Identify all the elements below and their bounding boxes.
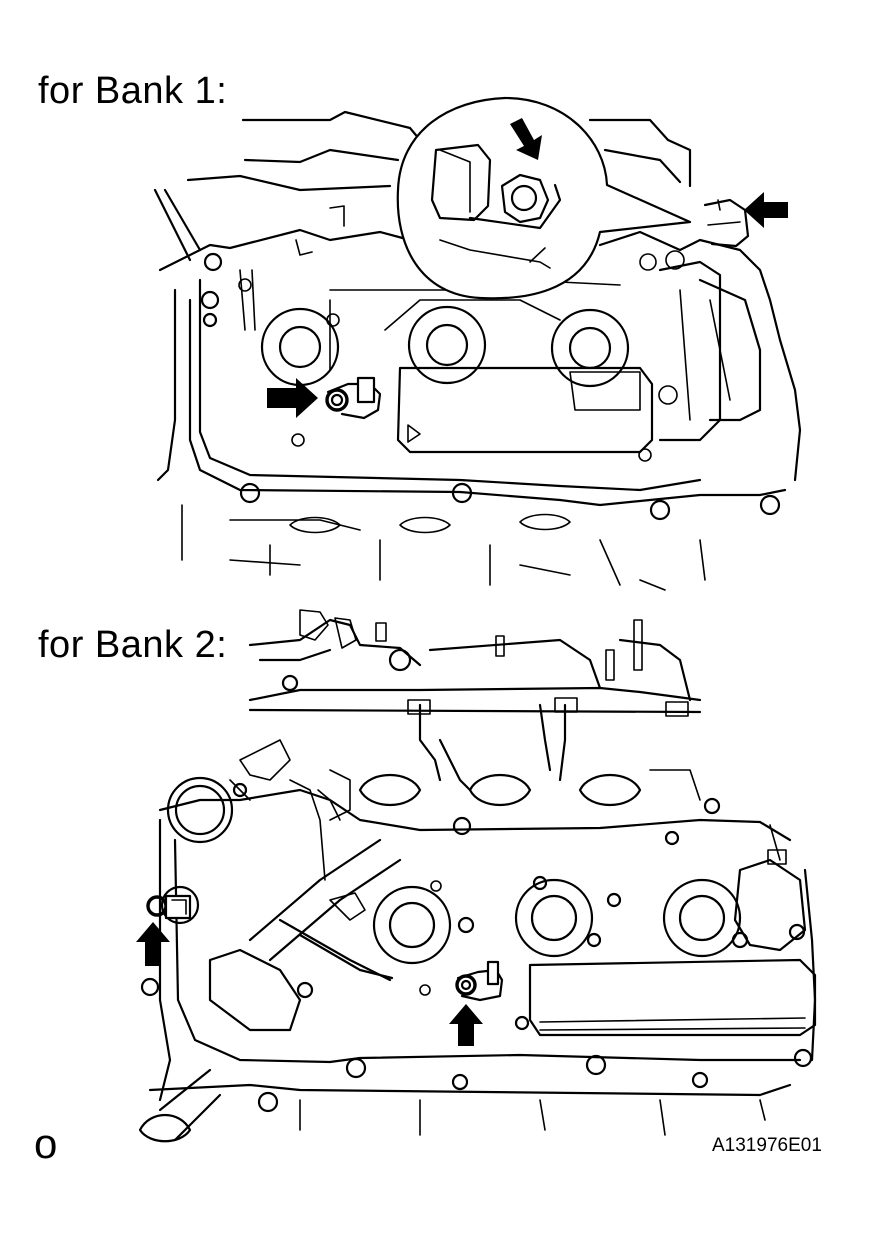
arrow-icon <box>267 378 318 418</box>
figure-id: A131976E01 <box>712 1135 822 1156</box>
bank1-engine-illustration <box>153 110 802 591</box>
arrow-icon <box>449 1004 483 1046</box>
bank2-label: for Bank 2: <box>38 624 228 666</box>
bank2-engine-illustration <box>138 609 817 1143</box>
page-mark: o <box>34 1120 58 1167</box>
bank1-label: for Bank 1: <box>38 70 228 112</box>
bank1-arrows <box>267 118 788 418</box>
arrow-icon <box>136 922 170 966</box>
arrow-icon <box>510 118 542 160</box>
bank1-detail-inset <box>396 96 692 300</box>
bank2-arrows <box>136 922 483 1046</box>
arrow-icon <box>744 192 788 228</box>
